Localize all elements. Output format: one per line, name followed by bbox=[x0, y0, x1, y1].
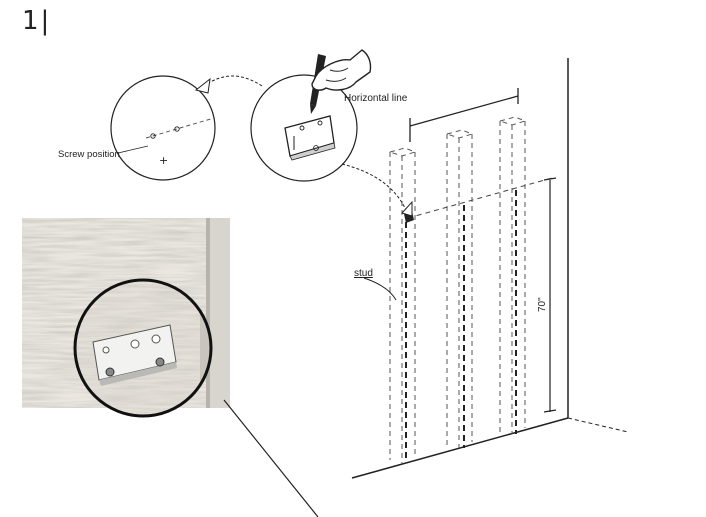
svg-text:+: + bbox=[159, 154, 168, 167]
magnifier-circle bbox=[73, 278, 213, 418]
horizontal-line-label: Horizontal line bbox=[344, 93, 408, 104]
bracket-photo bbox=[92, 324, 177, 386]
height-dimension bbox=[543, 177, 557, 413]
bracket-plate bbox=[284, 115, 336, 161]
marking-detail bbox=[250, 49, 372, 182]
hand-icon bbox=[311, 49, 372, 91]
magnifier-leader bbox=[223, 399, 319, 517]
floor-line bbox=[351, 417, 569, 479]
floor-right-line bbox=[567, 417, 629, 433]
step-number: 1| bbox=[22, 6, 52, 36]
stud-label: stud bbox=[354, 268, 373, 279]
level-line bbox=[407, 177, 553, 219]
horizontal-line-dimension bbox=[409, 88, 519, 142]
curved-arrow-down bbox=[341, 163, 413, 217]
height-label: 70" bbox=[537, 297, 548, 312]
screw-position-label: Screw position bbox=[58, 149, 120, 160]
wall-structure bbox=[351, 58, 629, 479]
stud-1 bbox=[388, 147, 417, 464]
stud-3 bbox=[498, 116, 527, 434]
stud-2 bbox=[445, 129, 474, 448]
stud-leader bbox=[363, 277, 397, 301]
screw-position-leader bbox=[117, 145, 149, 154]
photo-inset bbox=[22, 218, 230, 418]
curved-arrow-left bbox=[194, 75, 263, 94]
stud-front-edges bbox=[405, 190, 517, 462]
screw-position-detail: + bbox=[110, 75, 216, 181]
studs bbox=[388, 116, 527, 464]
